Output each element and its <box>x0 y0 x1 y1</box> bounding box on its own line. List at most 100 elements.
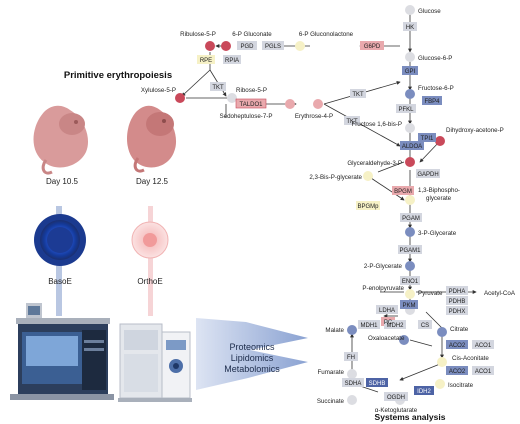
malate-node <box>347 325 357 335</box>
label-fructose-16bisp: Fructose 1,6-bis-P <box>351 121 402 128</box>
enzyme-tpi1: TPI1 <box>421 136 434 142</box>
label-oxaloacetate: Oxaloacetate <box>368 335 405 342</box>
label-bpg13-line2: glycerate <box>426 195 452 202</box>
enzyme-sdha: SDHA <box>345 381 362 387</box>
enzyme-tkt-1: TKT <box>212 85 224 91</box>
day-10-5-label: Day 10.5 <box>46 177 79 186</box>
embryo-day-12-5-icon <box>127 105 177 173</box>
enzyme-bpgm-1: BPGM <box>394 189 412 195</box>
enzyme-pkm: PKM <box>402 303 415 309</box>
baso-nucleus <box>47 227 73 253</box>
pdhb-box <box>446 296 468 305</box>
label-cis-aconitate: Cis-Aconitate <box>452 355 489 362</box>
aco1a-box <box>472 340 494 349</box>
label-citrate: Citrate <box>450 326 469 333</box>
pgam-box <box>400 213 422 222</box>
erythrose-node <box>313 99 323 109</box>
pdhx-box <box>446 306 468 315</box>
tkt2-box <box>350 89 366 98</box>
ortho-label: OrthoE <box>137 277 162 286</box>
gluconolactone-node <box>295 41 305 51</box>
omics-funnel <box>196 318 308 390</box>
label-6p-gluconolactone: 6-P Gluconolactone <box>299 31 354 38</box>
cis-aconitate-node <box>437 357 447 367</box>
enzyme-tkt-3: TKT <box>346 119 358 125</box>
label-pep: P-enolpyruvate <box>362 285 404 292</box>
fructose-6p-node <box>405 89 415 99</box>
enzyme-aco1-b: ACO1 <box>475 369 492 375</box>
ldha-box <box>376 305 398 314</box>
succinate-node <box>347 395 357 405</box>
pgam1-box <box>398 245 422 254</box>
ribulose-5p-node <box>205 41 215 51</box>
label-glucose: Glucose <box>418 8 441 15</box>
label-pg3: 3-P-Glycerate <box>418 230 457 237</box>
bpgm1-box <box>392 186 414 195</box>
enzyme-ldha: LDHA <box>379 308 395 314</box>
label-xylulose-5p: Xylulose-5-P <box>141 87 176 94</box>
enzyme-pc: PC <box>384 320 393 326</box>
aco2b-box <box>446 366 468 375</box>
ribose-5p-node <box>227 93 237 103</box>
pfkl-box <box>396 104 416 113</box>
enzyme-boxes <box>197 22 494 401</box>
right-panel-title: Systems analysis <box>375 412 446 422</box>
label-fumarate: Fumarate <box>318 369 345 376</box>
g3p-node <box>405 157 415 167</box>
label-acetyl-coa: Acetyl-CoA <box>484 290 516 297</box>
label-sedoheptulose-7p: Sedoheptulose-7-P <box>220 113 273 120</box>
aco1b-box <box>472 366 494 375</box>
aldoa-box <box>400 141 424 150</box>
aco2a-box <box>446 340 468 349</box>
tkt1-box <box>210 82 226 91</box>
label-6p-gluconate: 6-P Gluconate <box>232 31 272 38</box>
gapdh-box <box>416 169 440 178</box>
lc-ms-instrument-icon <box>118 323 192 402</box>
ortho-nucleus <box>143 233 157 247</box>
gpi-box <box>402 66 418 75</box>
taldo1-box <box>235 98 267 109</box>
enzyme-fh: FH <box>347 355 355 361</box>
mdh1-box <box>358 320 380 329</box>
eno1-box <box>400 276 420 285</box>
enzyme-eno1: ENO1 <box>402 279 419 285</box>
enzyme-hk: HK <box>406 25 414 31</box>
enzyme-sdhb: SDHB <box>369 381 386 387</box>
pgd-box <box>237 41 257 50</box>
enzyme-g6pd: G6PD <box>364 44 381 50</box>
enzyme-gapdh: GAPDH <box>417 172 438 178</box>
enzyme-pdhb: PDHB <box>449 299 466 305</box>
enzyme-pgam1: PGAM1 <box>399 248 421 254</box>
idh2-box <box>414 386 434 395</box>
label-akg: α-Ketoglutarate <box>375 407 418 414</box>
bpgmp-box <box>356 201 380 210</box>
enzyme-cs: CS <box>421 323 429 329</box>
enzyme-pdhx: PDHX <box>449 309 466 315</box>
citrate-node <box>437 327 447 337</box>
enzyme-pgam: PGAM <box>402 216 420 222</box>
bpg23-node <box>363 171 373 181</box>
omics-lipidomics: Lipidomics <box>231 353 274 363</box>
rpia-box <box>223 55 241 64</box>
glucose-6p-node <box>405 52 415 62</box>
dhap-node <box>435 136 445 146</box>
sdhb-box <box>366 378 388 387</box>
tpi1-box <box>418 133 436 142</box>
pep-node <box>405 289 415 299</box>
tkt3-box <box>344 116 360 125</box>
cs-box <box>418 320 432 329</box>
enzyme-rpe: RPE <box>200 58 212 64</box>
label-bpg23: 2,3-Bis-P-glycerate <box>309 174 362 181</box>
enzyme-bpgmp: BPGMp <box>357 204 379 210</box>
fumarate-node <box>347 369 357 379</box>
fh-box <box>344 352 358 361</box>
pdha-box <box>446 286 468 295</box>
sedoheptulose-node <box>285 99 295 109</box>
bpg13-node <box>405 195 415 205</box>
day-12-5-label: Day 12.5 <box>136 177 169 186</box>
pg3-node <box>405 227 415 237</box>
enzyme-pgd: PGD <box>240 44 254 50</box>
baso-label: BasoE <box>48 277 72 286</box>
enzyme-ogdh: OGDH <box>387 395 405 401</box>
